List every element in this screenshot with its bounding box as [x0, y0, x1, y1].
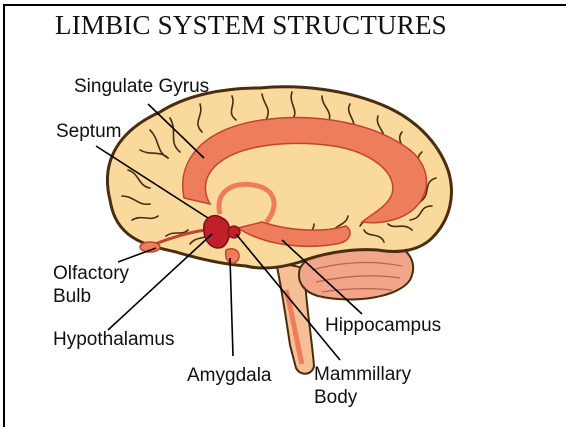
label-olfactory-line2: Bulb	[53, 286, 91, 308]
label-cingulate-gyrus: Singulate Gyrus	[74, 76, 209, 98]
label-mammillary-line2: Body	[314, 387, 357, 409]
label-amygdala: Amygdala	[187, 365, 272, 387]
label-hippocampus: Hippocampus	[325, 315, 441, 337]
label-septum: Septum	[56, 121, 121, 143]
amygdala-shape	[226, 249, 239, 263]
label-olfactory-line1: Olfactory	[53, 263, 129, 285]
hypothalamus-shape	[204, 216, 230, 248]
label-mammillary-line1: Mammillary	[314, 364, 411, 386]
label-hypothalamus: Hypothalamus	[53, 329, 174, 351]
